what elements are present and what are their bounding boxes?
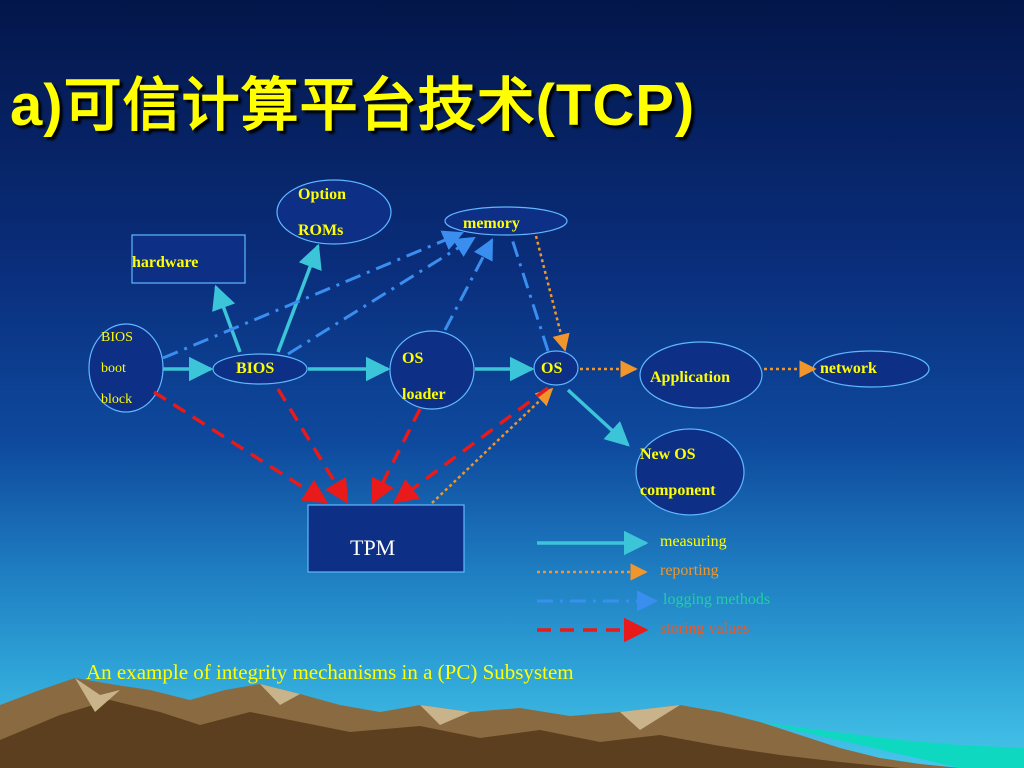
reporting-arrows xyxy=(431,235,817,504)
tpm-node xyxy=(307,504,465,573)
tpm-label: TPM xyxy=(350,535,396,560)
legend-logging-label: logging methods xyxy=(663,591,771,608)
bios-label: BIOS xyxy=(236,360,275,377)
application-node xyxy=(639,341,763,409)
figure-caption: An example of integrity mechanisms in a … xyxy=(86,660,574,684)
os-label: OS xyxy=(541,360,563,377)
mountain-landscape xyxy=(0,678,1024,768)
logging-arrows xyxy=(162,230,550,360)
option-roms-line-1: Option xyxy=(298,186,347,203)
hardware-label: hardware xyxy=(132,254,199,271)
measuring-arrows xyxy=(163,243,630,447)
legend-lines xyxy=(537,530,659,643)
bios-boot-block-label: BIOS boot block xyxy=(101,322,133,415)
hardware-node xyxy=(131,234,246,284)
legend-reporting-label: reporting xyxy=(660,562,719,579)
os-loader-line-1: OS xyxy=(402,350,424,367)
new-os-component-label: New OS component xyxy=(640,437,716,509)
new-os-component-node xyxy=(635,428,745,516)
option-roms-node xyxy=(276,179,392,245)
new-os-component-line-2: component xyxy=(640,482,716,499)
legend-measuring-label: measuring xyxy=(660,533,727,550)
storing-arrows xyxy=(153,386,550,505)
option-roms-label: Option ROMs xyxy=(298,177,346,249)
os-loader-line-2: loader xyxy=(402,386,446,403)
slide-title: a)可信计算平台技术(TCP) xyxy=(10,73,696,138)
network-label: network xyxy=(820,360,877,377)
legend-storing-label: storing values xyxy=(660,620,750,637)
option-roms-line-2: ROMs xyxy=(298,222,344,239)
application-label: Application xyxy=(650,369,731,386)
memory-node xyxy=(444,206,568,236)
new-os-component-line-1: New OS xyxy=(640,446,696,463)
os-loader-label: OS loader xyxy=(402,341,446,413)
bios-boot-block-line-1: BIOS xyxy=(101,330,133,345)
bios-boot-block-line-3: block xyxy=(101,392,133,407)
bios-boot-block-line-2: boot xyxy=(101,361,126,376)
memory-label: memory xyxy=(463,215,520,232)
